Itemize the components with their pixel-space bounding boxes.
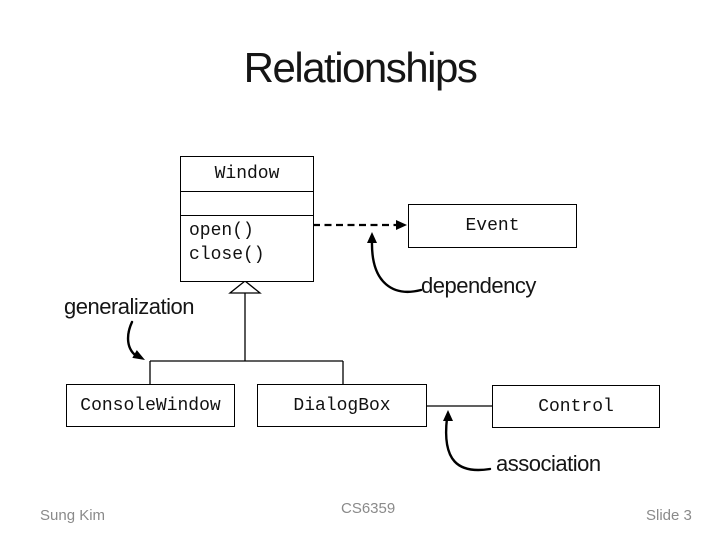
association-callout-arrowhead [443,410,453,421]
class-box-event: Event [408,204,577,248]
footer-slide-number: Slide 3 [646,507,692,524]
slide-title: Relationships [243,44,478,91]
window-method-open: open() [189,221,254,241]
generalization-label: generalization [64,294,194,319]
footer-course-code: CS6359 [341,500,396,517]
dependency-label: dependency [421,273,536,298]
window-class-name: Window [181,157,313,192]
class-box-control: Control [492,385,660,428]
generalization-triangle [228,280,262,294]
window-attributes-compartment [181,192,313,216]
class-box-dialogbox: DialogBox [257,384,427,427]
footer-author: Sung Kim [40,507,106,524]
dependency-callout-arrow [370,239,423,293]
generalization-callout-arrowhead [132,350,145,360]
dependency-arrowhead [396,220,407,230]
association-callout-arrow [444,416,492,472]
window-methods-compartment: open() close() [181,216,313,281]
window-method-close: close() [189,245,265,265]
association-label: association [496,451,601,476]
dependency-callout-arrowhead [367,232,377,243]
class-box-window: Window open() close() [180,156,314,282]
class-box-consolewindow: ConsoleWindow [66,384,235,427]
